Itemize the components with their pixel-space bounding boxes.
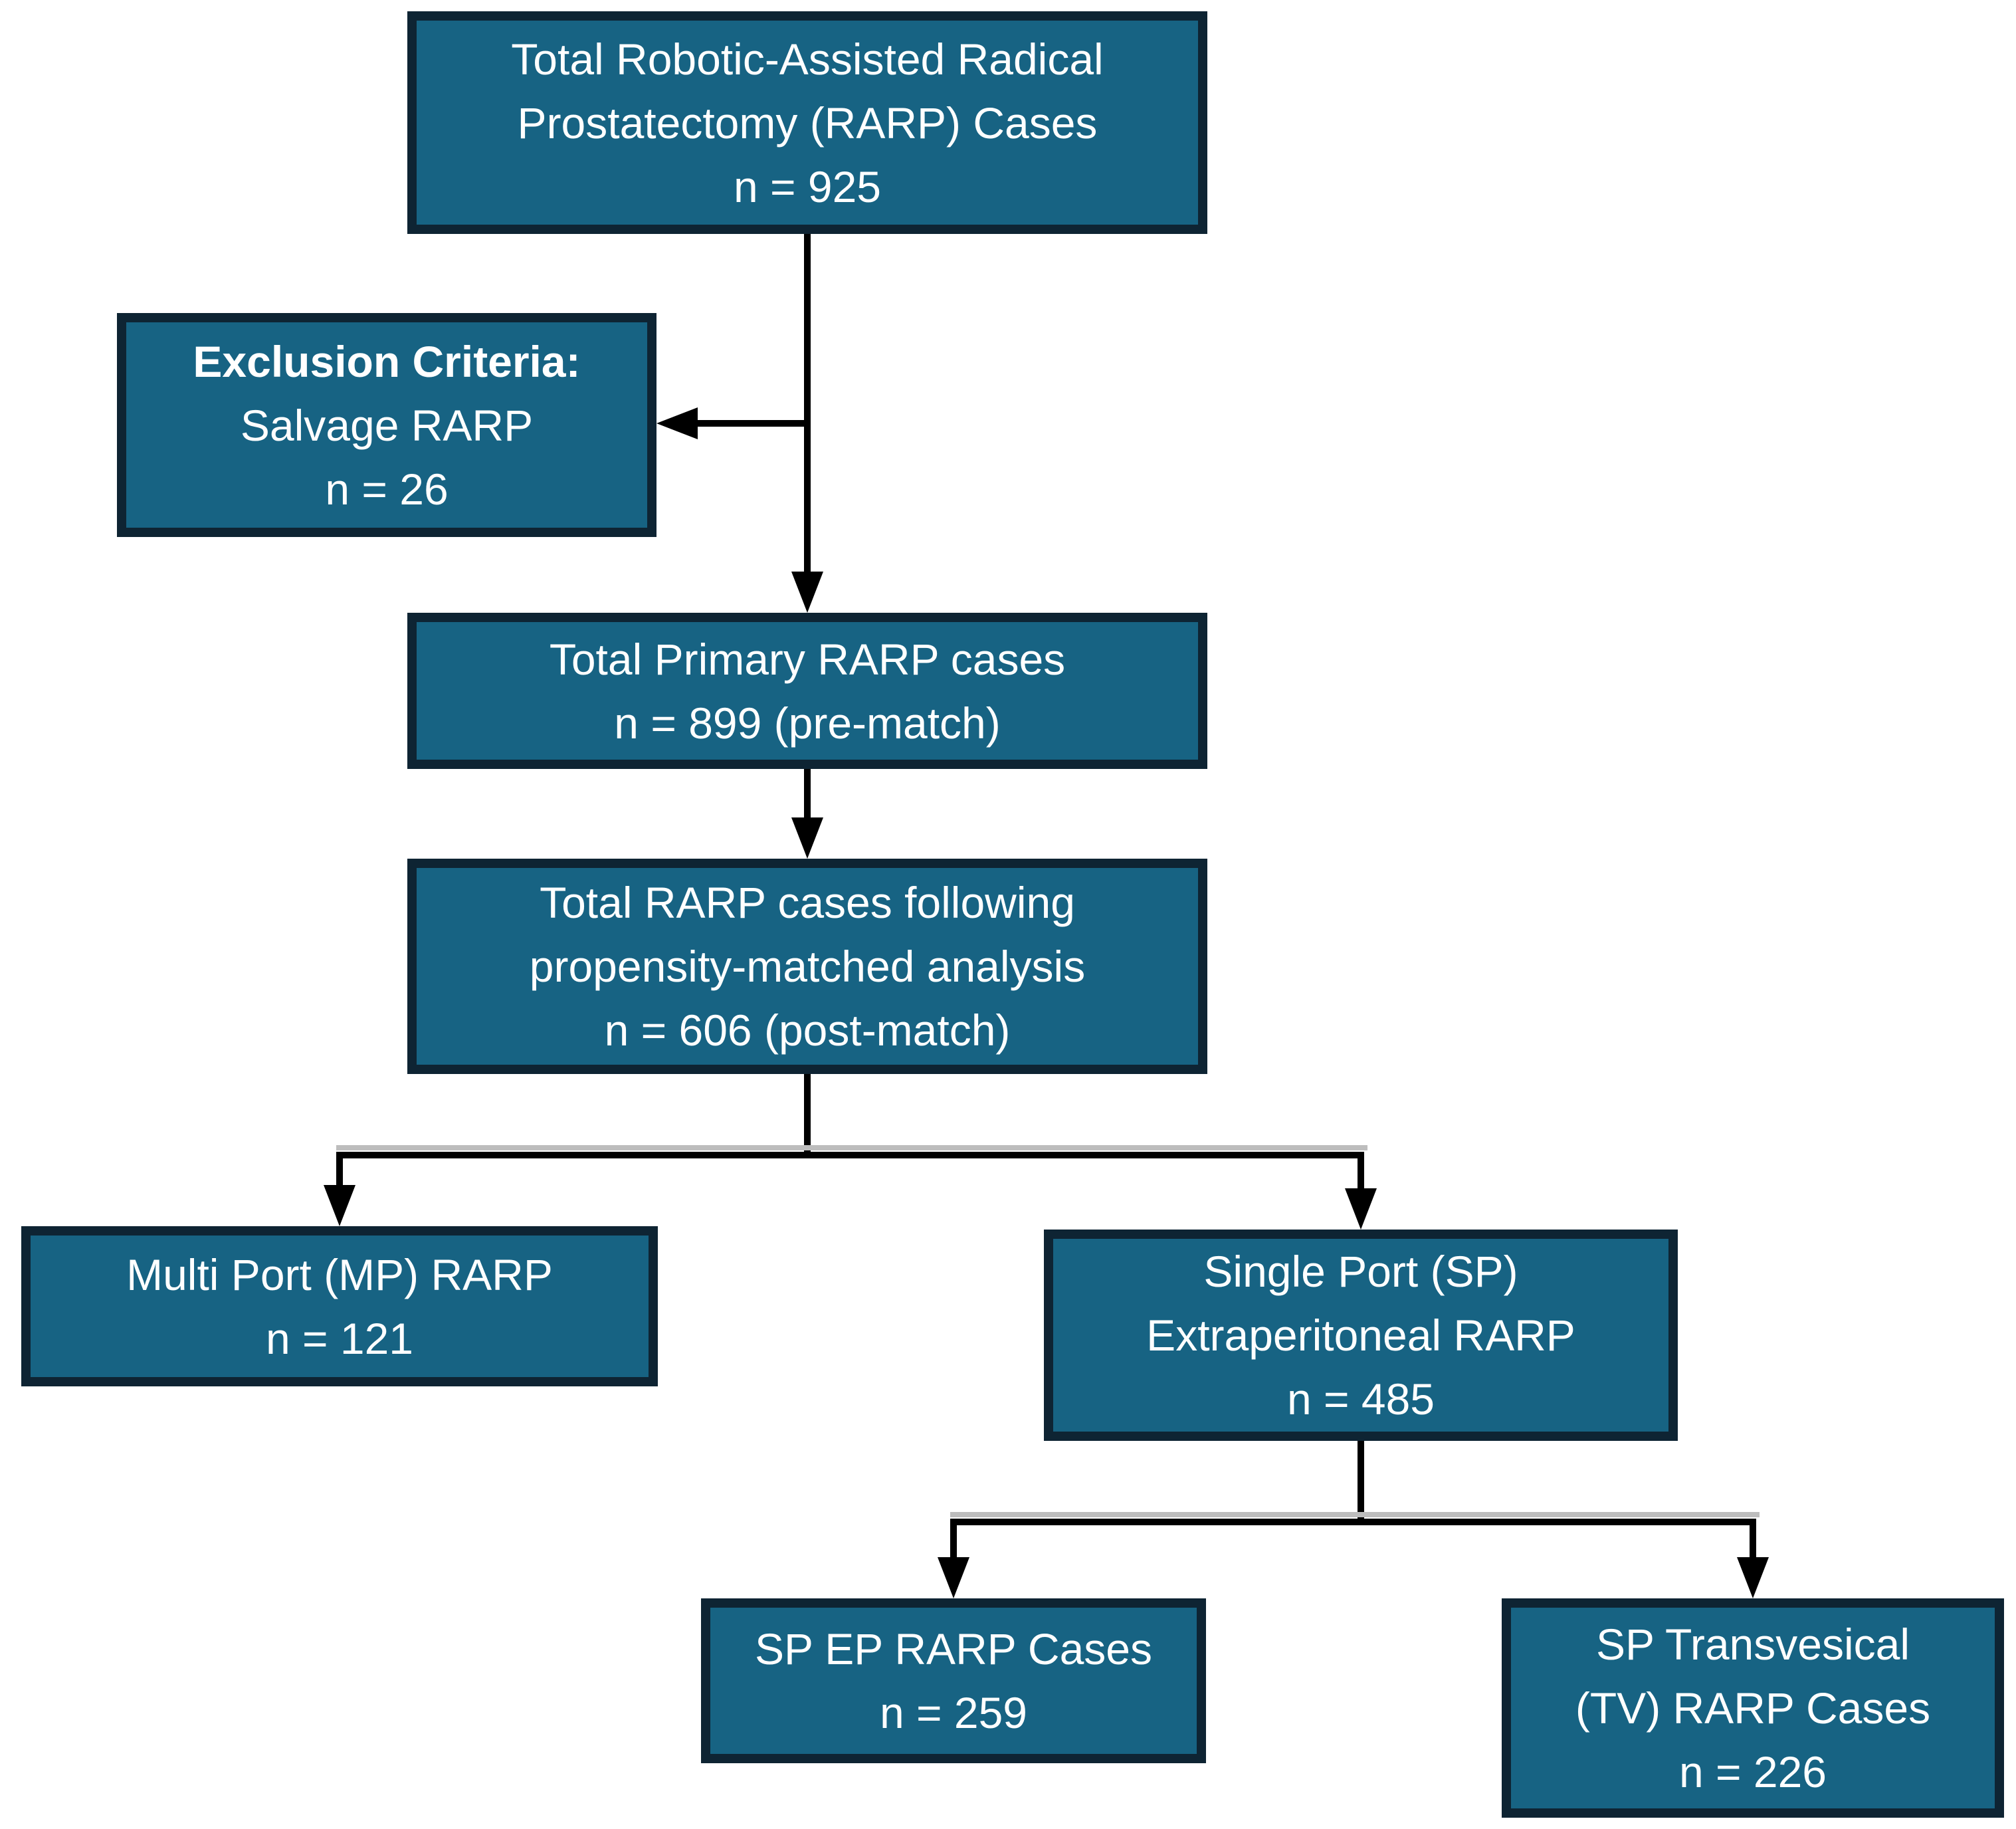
connector-branch1-to-mp <box>336 1152 343 1186</box>
node-total-primary-rarp: Total Primary RARP cases n = 899 (pre-ma… <box>407 613 1207 769</box>
node-text-line: Single Port (SP) <box>1203 1247 1518 1296</box>
arrowhead-into-sp-icon <box>1345 1188 1377 1230</box>
branch2-horizontal <box>950 1519 1756 1525</box>
arrowhead-into-sptv-icon <box>1737 1557 1769 1598</box>
node-count-line: n = 26 <box>325 464 449 514</box>
arrowhead-into-exclusion-icon <box>656 407 698 439</box>
arrowhead-into-spep-icon <box>938 1557 969 1598</box>
branch2-shadow <box>950 1512 1760 1517</box>
node-count-line: n = 606 (post-match) <box>604 1006 1011 1055</box>
node-text-line: Prostatectomy (RARP) Cases <box>517 98 1098 148</box>
node-single-port-rarp: Single Port (SP) Extraperitoneal RARP n … <box>1044 1230 1678 1441</box>
node-text-line: Total RARP cases following <box>540 878 1075 927</box>
node-count-line: n = 485 <box>1286 1374 1435 1424</box>
connector-sp-to-branch2 <box>1358 1441 1364 1525</box>
branch1-horizontal <box>336 1152 1364 1158</box>
node-total-rarp-cases: Total Robotic-Assisted Radical Prostatec… <box>407 11 1207 234</box>
node-text-line: Salvage RARP <box>240 400 534 450</box>
node-count-line: n = 899 (pre-match) <box>614 698 1001 748</box>
node-multi-port-rarp: Multi Port (MP) RARP n = 121 <box>21 1226 658 1386</box>
node-count-line: n = 121 <box>265 1313 414 1363</box>
node-count-line: n = 259 <box>879 1688 1028 1737</box>
node-text-line: Extraperitoneal RARP <box>1146 1311 1575 1360</box>
arrowhead-into-primary-icon <box>791 572 823 613</box>
node-propensity-matched: Total RARP cases following propensity-ma… <box>407 859 1207 1074</box>
node-text-line: Multi Port (MP) RARP <box>126 1249 553 1299</box>
branch1-shadow <box>336 1145 1367 1150</box>
node-text-line: propensity-matched analysis <box>529 942 1086 991</box>
node-text-line: (TV) RARP Cases <box>1575 1683 1931 1733</box>
node-count-line: n = 925 <box>733 161 882 211</box>
connector-branch1-to-sp <box>1358 1152 1364 1190</box>
node-text-line: Total Primary RARP cases <box>549 634 1066 684</box>
node-text-line: SP Transvesical <box>1596 1620 1910 1669</box>
connector-branch2-to-spep <box>950 1519 957 1557</box>
connector-matched-to-branch <box>804 1074 811 1158</box>
arrowhead-into-mp-icon <box>324 1185 355 1226</box>
node-text-line: SP EP RARP Cases <box>755 1624 1152 1673</box>
connector-total-to-primary <box>804 233 811 573</box>
node-exclusion-criteria: Exclusion Criteria: Salvage RARP n = 26 <box>117 313 656 537</box>
exclusion-criteria-heading: Exclusion Criteria: <box>193 336 581 386</box>
connector-branch2-to-sptv <box>1750 1519 1756 1557</box>
node-sp-transvesical-rarp: SP Transvesical (TV) RARP Cases n = 226 <box>1502 1598 2004 1818</box>
node-count-line: n = 226 <box>1678 1747 1827 1796</box>
node-sp-ep-rarp: SP EP RARP Cases n = 259 <box>701 1598 1206 1763</box>
arrowhead-into-matched-icon <box>791 817 823 859</box>
node-text-line: Total Robotic-Assisted Radical <box>511 34 1104 84</box>
connector-primary-to-matched <box>804 769 811 819</box>
connector-to-exclusion <box>695 420 807 427</box>
